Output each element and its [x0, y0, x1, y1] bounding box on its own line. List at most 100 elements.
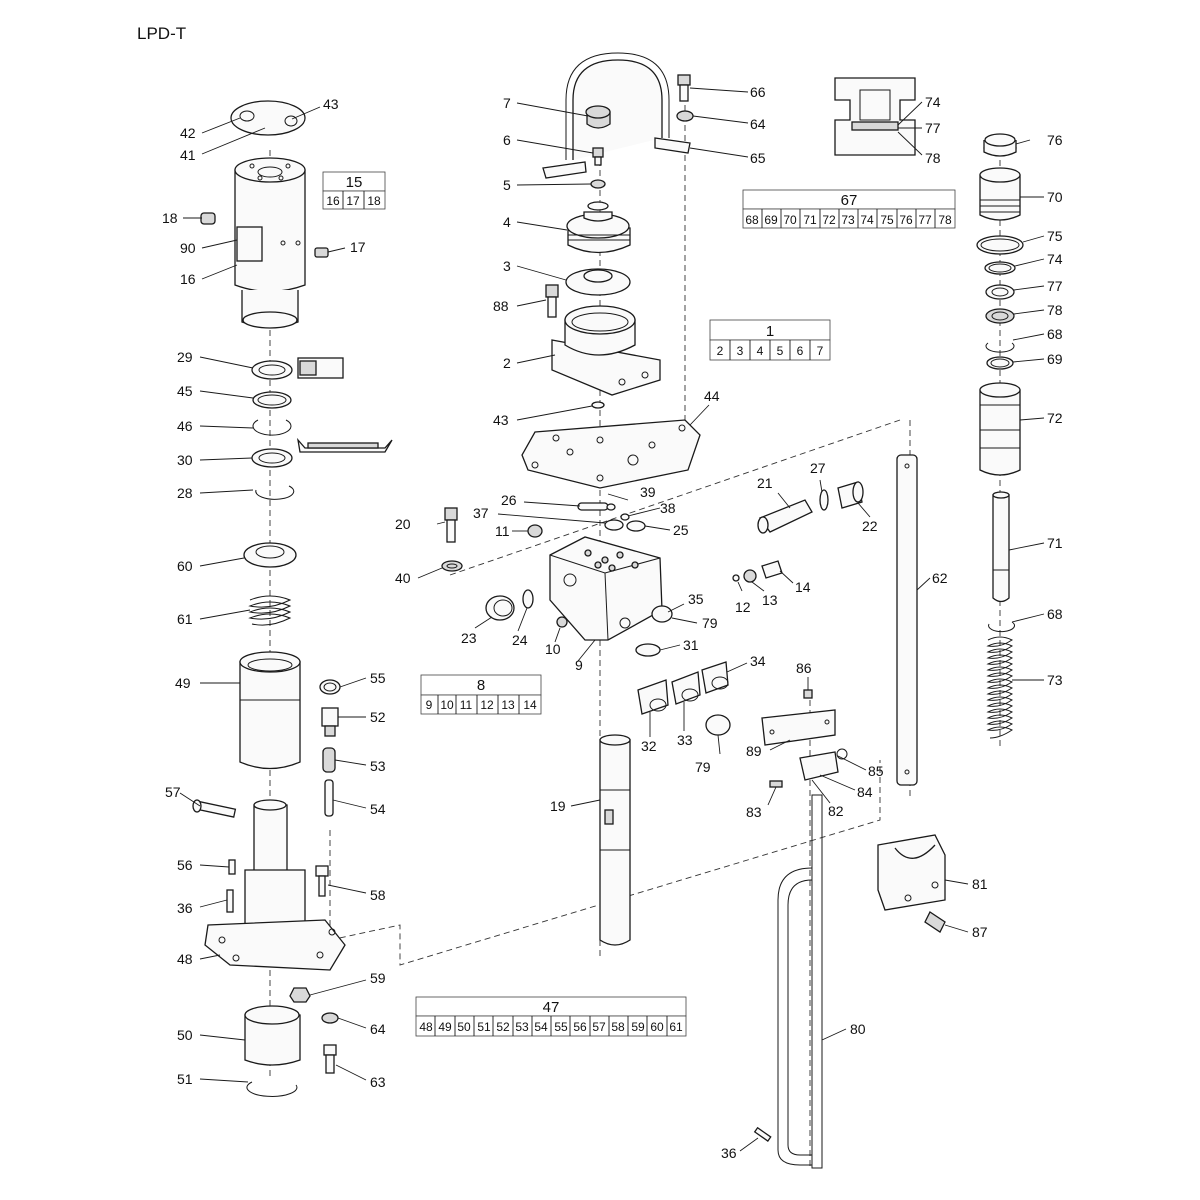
kit-part: 56 [573, 1020, 587, 1034]
callout: 2 [503, 355, 511, 371]
callout: 57 [165, 784, 181, 800]
callout: 36 [177, 900, 193, 916]
kit-part: 55 [554, 1020, 568, 1034]
kit-part: 18 [367, 194, 381, 208]
kit-part: 2 [717, 344, 724, 358]
callout: 35 [688, 591, 704, 607]
callout: 52 [370, 709, 386, 725]
page-title: LPD-T [137, 24, 187, 43]
callout-labels: 42 41 43 18 90 16 17 29 45 46 30 28 60 6… [162, 84, 1063, 1161]
callout: 61 [177, 611, 193, 627]
kit-number: 67 [841, 192, 858, 209]
callout: 50 [177, 1027, 193, 1043]
callout: 22 [862, 518, 878, 534]
kit-part: 78 [938, 213, 952, 227]
kit-part: 68 [745, 213, 759, 227]
kit-part: 71 [803, 213, 817, 227]
callout: 38 [660, 500, 676, 516]
callout: 9 [575, 657, 583, 673]
callout: 28 [177, 485, 193, 501]
callout: 56 [177, 857, 193, 873]
callout: 36 [721, 1145, 737, 1161]
callout: 20 [395, 516, 411, 532]
callout: 62 [932, 570, 948, 586]
kit-part: 76 [899, 213, 913, 227]
callout: 14 [795, 579, 811, 595]
callout: 75 [1047, 228, 1063, 244]
callout: 31 [683, 637, 699, 653]
callout: 43 [323, 96, 339, 112]
kit-part: 10 [440, 698, 454, 712]
callout: 41 [180, 147, 196, 163]
kit-part: 16 [326, 194, 340, 208]
callout: 12 [735, 599, 751, 615]
callout: 29 [177, 349, 193, 365]
callout: 54 [370, 801, 386, 817]
callout: 85 [868, 763, 884, 779]
callout: 82 [828, 803, 844, 819]
callout: 74 [925, 94, 941, 110]
callout: 18 [162, 210, 178, 226]
callout: 74 [1047, 251, 1063, 267]
callout: 44 [704, 388, 720, 404]
kit-part: 14 [523, 698, 537, 712]
kit-table-15: 15 16 17 18 [322, 171, 386, 210]
callout: 13 [762, 592, 778, 608]
callout: 21 [757, 475, 773, 491]
kit-part: 13 [501, 698, 515, 712]
callout: 73 [1047, 672, 1063, 688]
callout: 6 [503, 132, 511, 148]
kit-part: 57 [592, 1020, 606, 1034]
callout: 69 [1047, 351, 1063, 367]
callout: 63 [370, 1074, 386, 1090]
callout: 23 [461, 630, 477, 646]
callout: 64 [750, 116, 766, 132]
callout: 77 [925, 120, 941, 136]
right-side-parts [753, 454, 946, 1169]
kit-part: 61 [669, 1020, 683, 1034]
callout: 70 [1047, 189, 1063, 205]
kit-part: 5 [777, 344, 784, 358]
callout: 33 [677, 732, 693, 748]
callout: 81 [972, 876, 988, 892]
kit-part: 6 [797, 344, 804, 358]
callout: 45 [177, 383, 193, 399]
callout: 87 [972, 924, 988, 940]
callout: 68 [1047, 606, 1063, 622]
center-column-parts [441, 52, 864, 946]
kit-part: 48 [419, 1020, 433, 1034]
callout: 86 [796, 660, 812, 676]
callout: 46 [177, 418, 193, 434]
callout: 17 [350, 239, 366, 255]
callout: 25 [673, 522, 689, 538]
kit-part: 73 [841, 213, 855, 227]
kit-part: 12 [480, 698, 494, 712]
callout: 32 [641, 738, 657, 754]
kit-part: 51 [477, 1020, 491, 1034]
kit-part: 11 [460, 698, 473, 712]
kit-number: 8 [477, 677, 485, 694]
callout: 78 [1047, 302, 1063, 318]
callout: 71 [1047, 535, 1063, 551]
kit-part: 49 [438, 1020, 452, 1034]
kit-part: 17 [346, 194, 360, 208]
kit-part: 75 [880, 213, 894, 227]
callout: 16 [180, 271, 196, 287]
callout: 19 [550, 798, 566, 814]
callout: 30 [177, 452, 193, 468]
callout: 64 [370, 1021, 386, 1037]
callout: 60 [177, 558, 193, 574]
callout: 80 [850, 1021, 866, 1037]
callout: 27 [810, 460, 826, 476]
kit-part: 3 [737, 344, 744, 358]
callout: 48 [177, 951, 193, 967]
callout: 10 [545, 641, 561, 657]
kit-number: 15 [346, 174, 363, 191]
callout: 34 [750, 653, 766, 669]
callout: 49 [175, 675, 191, 691]
callout: 90 [180, 240, 196, 256]
callout: 72 [1047, 410, 1063, 426]
callout: 7 [503, 95, 511, 111]
kit-part: 7 [817, 344, 824, 358]
callout: 83 [746, 804, 762, 820]
